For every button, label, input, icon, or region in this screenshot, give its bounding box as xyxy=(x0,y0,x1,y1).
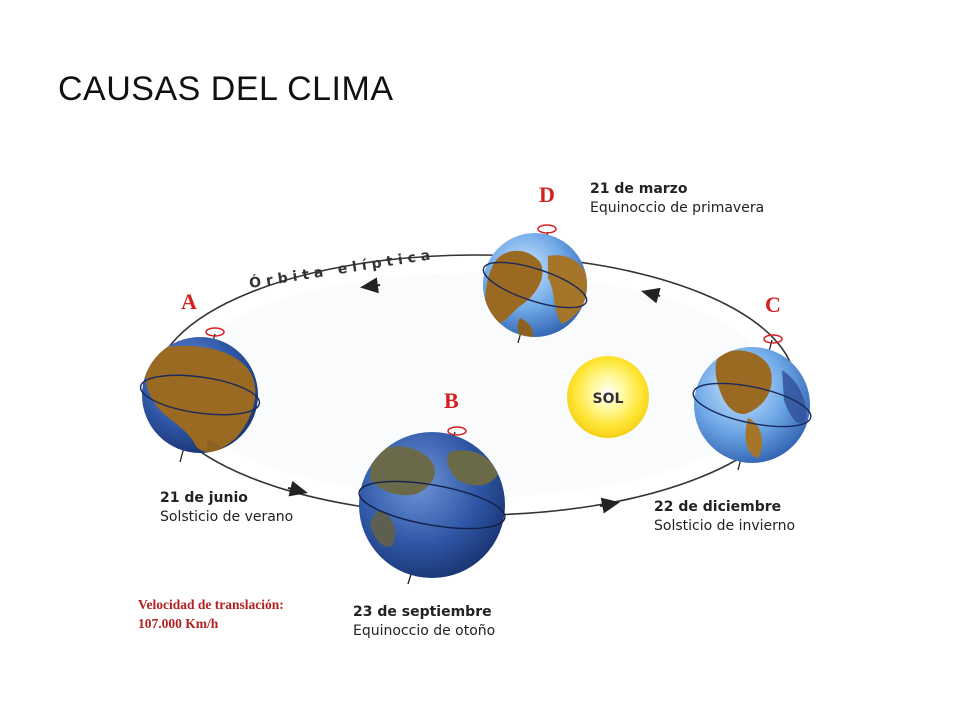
rotation-icon xyxy=(205,327,225,337)
date-d: 21 de marzo xyxy=(590,181,688,197)
earth-position-b: B xyxy=(358,388,506,585)
arrow-icon xyxy=(287,480,308,497)
date-b: 23 de septiembre xyxy=(353,604,492,620)
earth-position-d: D xyxy=(482,182,588,344)
position-letter-b: B xyxy=(444,388,459,413)
speed-value: 107.000 Km/h xyxy=(138,616,219,631)
rotation-icon xyxy=(763,334,783,344)
arrow-icon xyxy=(641,287,661,304)
rotation-icon xyxy=(447,426,467,436)
date-a: 21 de junio xyxy=(160,490,248,506)
earth-position-c: C xyxy=(692,292,812,471)
event-b: Equinoccio de otoño xyxy=(353,623,495,639)
arrow-icon xyxy=(360,277,381,294)
date-c: 22 de diciembre xyxy=(654,499,781,515)
slide-title: CAUSAS DEL CLIMA xyxy=(58,70,394,108)
position-letter-c: C xyxy=(765,292,781,317)
position-letter-d: D xyxy=(539,182,555,207)
event-c: Solsticio de invierno xyxy=(654,518,795,534)
orbit-direction-arrows xyxy=(287,277,661,514)
event-a: Solsticio de verano xyxy=(160,509,293,525)
sun-label: SOL xyxy=(593,391,624,407)
rotation-icon xyxy=(537,224,557,234)
speed-label: Velocidad de translación: xyxy=(138,597,284,612)
event-d: Equinoccio de primavera xyxy=(590,200,764,216)
arrow-icon xyxy=(599,497,620,514)
position-letter-a: A xyxy=(181,289,197,314)
sun: SOL xyxy=(567,356,649,438)
